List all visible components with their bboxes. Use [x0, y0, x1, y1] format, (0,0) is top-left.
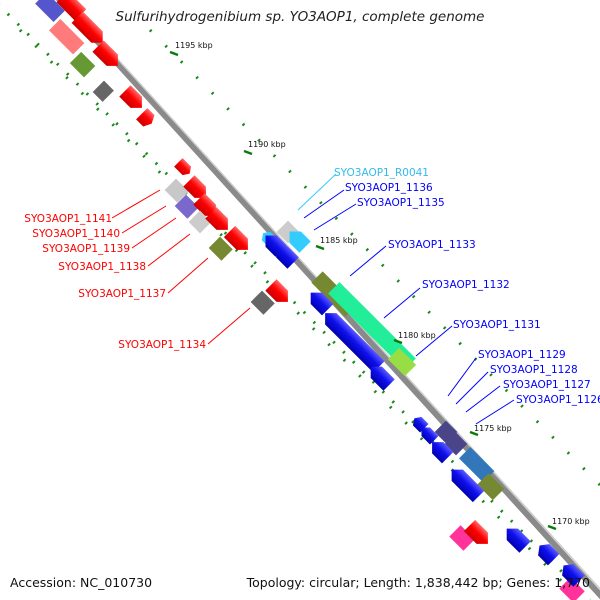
tick-guide-inner-b	[18, 28, 582, 600]
gene-label-1136[interactable]: SYO3AOP1_1136	[345, 182, 433, 194]
scale-tick	[393, 338, 403, 345]
gene-arrow-reverse[interactable]	[365, 361, 395, 391]
gene-label-1133[interactable]: SYO3AOP1_1133	[388, 239, 476, 251]
label-leader	[147, 233, 191, 267]
cog-block	[92, 80, 114, 102]
gene-label-1135[interactable]: SYO3AOP1_1135	[357, 197, 445, 209]
forward-gene-labels: SYO3AOP1_1141 SYO3AOP1_1140 SYO3AOP1_113…	[24, 189, 251, 351]
label-leader	[415, 325, 453, 357]
label-leader	[313, 203, 357, 231]
cog-block	[164, 178, 189, 203]
tick-guide-inner-a	[148, 28, 600, 487]
scale-tick	[169, 50, 179, 57]
reverse-strand-features	[261, 220, 585, 587]
gene-label-1134[interactable]: SYO3AOP1_1134	[118, 339, 206, 351]
gene-label-1129[interactable]: SYO3AOP1_1129	[478, 349, 566, 361]
cog-block	[559, 577, 585, 600]
map-title: Sulfurihydrogenibium sp. YO3AOP1, comple…	[115, 9, 485, 25]
label-leader	[207, 307, 251, 345]
cog-block	[35, 0, 65, 23]
scale-label-1170: 1170 kbp	[552, 517, 590, 526]
label-leader	[111, 189, 161, 219]
gene-arrow-reverse[interactable]	[446, 464, 485, 503]
gene-label-1127[interactable]: SYO3AOP1_1127	[503, 379, 591, 391]
cog-block	[174, 194, 199, 219]
gene-arrow-reverse[interactable]	[534, 540, 560, 566]
accession-label: Accession: NC_010730	[10, 575, 153, 590]
scale-label-1185: 1185 kbp	[320, 236, 358, 245]
gene-arrow-reverse[interactable]	[319, 307, 385, 373]
label-leader	[455, 371, 489, 405]
gene-label-1138[interactable]: SYO3AOP1_1138	[58, 261, 146, 273]
cog-block	[69, 51, 96, 78]
scale-label-1175: 1175 kbp	[474, 424, 512, 433]
gene-arrow[interactable]	[174, 158, 194, 178]
label-leader	[465, 385, 501, 413]
scale-label-1180: 1180 kbp	[398, 331, 436, 340]
gene-label-1132[interactable]: SYO3AOP1_1132	[422, 279, 510, 291]
gene-label-1140[interactable]: SYO3AOP1_1140	[32, 228, 120, 240]
gene-label-R0041[interactable]: SYO3AOP1_R0041	[334, 167, 429, 179]
cog-block	[250, 290, 275, 315]
scale-tick	[315, 244, 325, 251]
gene-arrow[interactable]	[71, 11, 109, 49]
gene-arrow-reverse[interactable]	[501, 523, 531, 553]
scale-tick	[243, 149, 253, 156]
label-leader	[131, 217, 177, 249]
gene-arrow[interactable]	[223, 225, 254, 256]
label-leader	[297, 173, 337, 211]
gene-label-1139[interactable]: SYO3AOP1_1139	[42, 243, 130, 255]
scale-label-1195: 1195 kbp	[175, 41, 213, 50]
gene-label-1126[interactable]: SYO3AOP1_1126	[516, 394, 600, 406]
gene-arrow[interactable]	[92, 40, 123, 71]
cog-block	[49, 19, 85, 55]
reverse-gene-labels: SYO3AOP1_R0041 SYO3AOP1_1136 SYO3AOP1_11…	[297, 167, 600, 425]
gene-arrow-reverse[interactable]	[558, 560, 585, 587]
scale-tick	[547, 524, 557, 531]
gene-arrow[interactable]	[463, 519, 494, 550]
gene-arrow-reverse[interactable]	[410, 414, 429, 433]
gene-label-1128[interactable]: SYO3AOP1_1128	[490, 364, 578, 376]
cog-block	[387, 347, 417, 377]
gene-arrow-reverse[interactable]	[305, 287, 334, 316]
gene-label-1141[interactable]: SYO3AOP1_1141	[24, 213, 112, 225]
cog-block	[328, 282, 416, 370]
gene-arrow-reverse[interactable]	[417, 423, 439, 445]
gene-label-1131[interactable]: SYO3AOP1_1131	[453, 319, 541, 331]
gene-arrow[interactable]	[265, 279, 293, 307]
scale-tick	[469, 430, 479, 437]
label-leader	[349, 245, 387, 277]
gene-arrow-reverse[interactable]	[426, 436, 454, 464]
gene-arrow-reverse[interactable]	[284, 226, 311, 253]
label-leader	[475, 399, 515, 425]
gene-arrow[interactable]	[56, 0, 87, 21]
gene-arrow[interactable]	[119, 85, 147, 113]
cog-block	[449, 525, 475, 551]
label-leader	[303, 189, 345, 219]
cog-block	[477, 473, 505, 501]
label-leader	[167, 257, 209, 294]
gene-label-1137[interactable]: SYO3AOP1_1137	[78, 288, 166, 300]
cog-block	[208, 236, 233, 261]
label-leader	[447, 357, 477, 397]
gene-arrow[interactable]	[136, 108, 157, 129]
label-leader	[383, 287, 421, 319]
genome-summary: Topology: circular; Length: 1,838,442 bp…	[246, 575, 590, 590]
scale-labels: 1195 kbp 1190 kbp 1185 kbp 1180 kbp 1175…	[169, 41, 590, 531]
label-leader	[121, 205, 167, 234]
scale-label-1190: 1190 kbp	[248, 140, 286, 149]
cog-block	[459, 447, 495, 483]
